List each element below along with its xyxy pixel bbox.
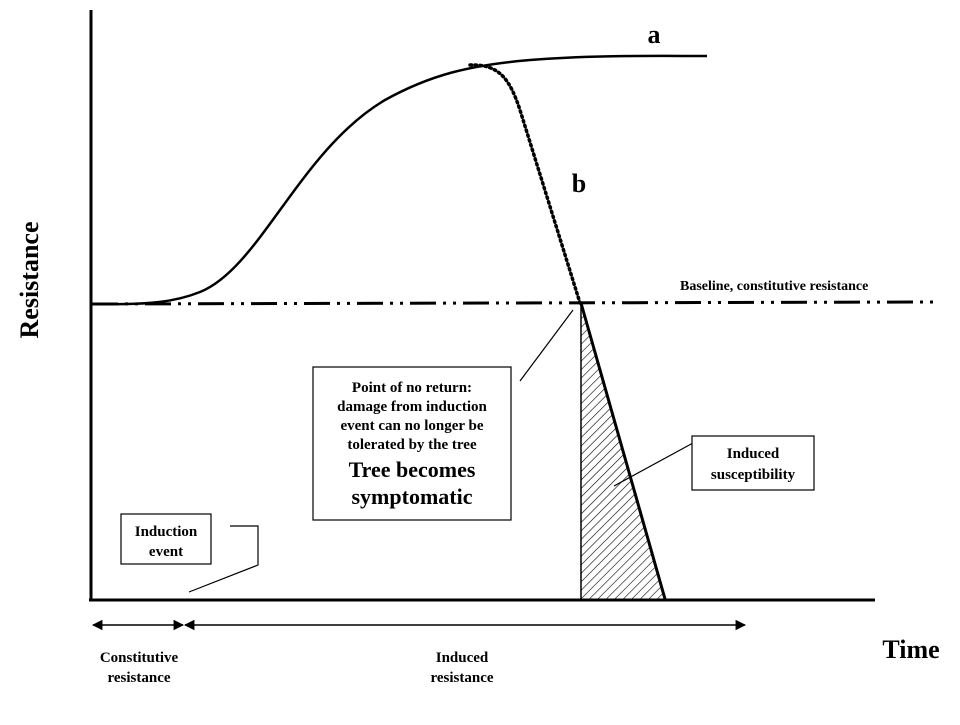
induced-susceptibility-box — [691, 435, 815, 491]
point-of-no-return-box — [312, 366, 512, 521]
susceptibility-hypotenuse — [579, 302, 667, 600]
constitutive-phase-label-2: resistance — [107, 670, 170, 686]
y-axis-label: Resistance — [15, 222, 44, 339]
constitutive-phase-label-1: Constitutive — [100, 650, 179, 666]
point-of-no-return-line-5: Tree becomes — [349, 457, 476, 482]
curve-b-label: b — [572, 169, 586, 198]
induction-event-line-2: event — [149, 544, 183, 560]
point-of-no-return-line-1: Point of no return: — [352, 380, 472, 396]
induction-event-box — [120, 513, 212, 565]
induced-susceptibility-leader — [613, 442, 694, 487]
induction-event-leader — [188, 525, 259, 593]
point-of-no-return-line-2: damage from induction — [337, 399, 487, 415]
baseline-line — [91, 300, 936, 306]
induced-susceptibility-line-1: Induced — [727, 446, 780, 462]
point-of-no-return-leader — [519, 309, 574, 382]
point-of-no-return-line-6: symptomatic — [352, 484, 473, 509]
x-axis-label: Time — [882, 635, 939, 664]
induced-phase-label-1: Induced — [436, 650, 489, 666]
point-of-no-return-line-3: event can no longer be — [340, 418, 483, 434]
curve-a-label: a — [648, 20, 661, 49]
baseline-label: Baseline, constitutive resistance — [680, 279, 868, 294]
curve-b — [468, 63, 582, 305]
induced-susceptibility-line-2: susceptibility — [711, 467, 796, 483]
induced-phase-label-2: resistance — [430, 670, 493, 686]
curve-a — [91, 54, 708, 306]
induction-event-line-1: Induction — [135, 524, 198, 540]
point-of-no-return-line-4: tolerated by the tree — [347, 437, 477, 453]
